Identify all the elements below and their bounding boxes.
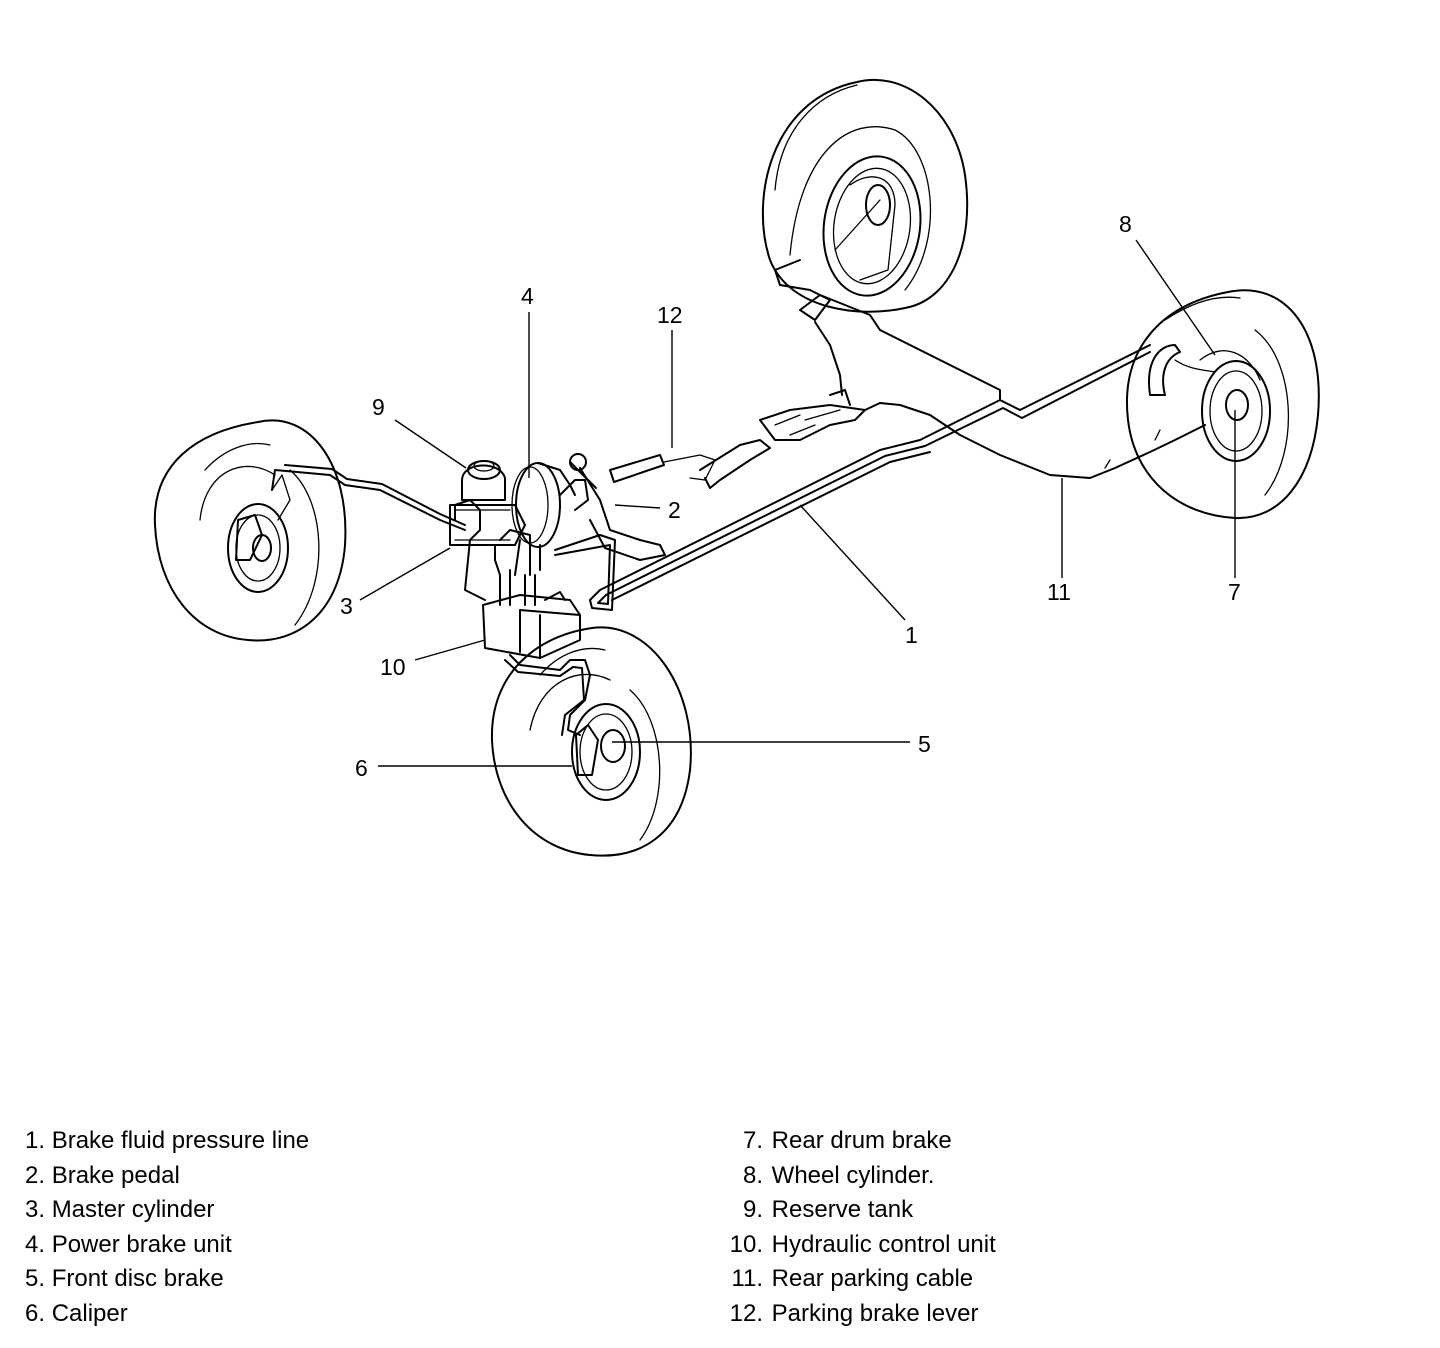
legend-label: Brake fluid pressure line — [51, 1127, 310, 1154]
legend-item-12: 12. Parking brake lever — [713, 1297, 996, 1332]
callout-11: 11 — [1047, 579, 1071, 605]
legend-left-column: 1. Brake fluid pressure line 2. Brake pe… — [25, 1124, 309, 1332]
legend-number: 5. — [25, 1265, 46, 1293]
legend-number: 9. — [742, 1196, 763, 1224]
brake-fluid-pressure-line — [271, 259, 1151, 736]
callout-6: 6 — [355, 755, 368, 781]
callout-4: 4 — [521, 283, 534, 309]
legend-number: 2. — [25, 1161, 46, 1189]
front-left-wheel — [153, 419, 347, 642]
legend-number: 3. — [25, 1196, 46, 1224]
callout-12: 12 — [657, 302, 683, 328]
rear-parking-cable — [864, 402, 1206, 479]
legend-label: Front disc brake — [51, 1265, 224, 1293]
legend-item-1: 1. Brake fluid pressure line — [25, 1124, 309, 1159]
legend-item-4: 4. Power brake unit — [25, 1228, 309, 1263]
callout-10: 10 — [380, 654, 406, 680]
brake-pedal — [569, 461, 666, 561]
front-right-wheel — [490, 626, 692, 857]
callout-1: 1 — [905, 622, 918, 648]
rear-right-wheel — [1126, 289, 1320, 520]
rear-left-wheel — [761, 78, 969, 313]
master-cylinder — [449, 504, 526, 546]
legend-item-6: 6. Caliper — [25, 1297, 309, 1332]
legend-label: Brake pedal — [51, 1161, 180, 1189]
legend-item-5: 5. Front disc brake — [25, 1262, 309, 1297]
legend-number: 8. — [742, 1161, 763, 1189]
legend-number: 10. — [729, 1230, 763, 1258]
legend-label: Rear parking cable — [771, 1265, 974, 1293]
legend-label: Wheel cylinder. — [771, 1161, 935, 1189]
callout-2: 2 — [668, 497, 681, 523]
callout-9: 9 — [372, 394, 385, 420]
legend-label: Caliper — [51, 1299, 128, 1327]
legend-item-11: 11. Rear parking cable — [713, 1262, 996, 1297]
legend-item-8: 8. Wheel cylinder. — [713, 1159, 996, 1194]
reserve-tank — [461, 460, 506, 501]
legend-label: Master cylinder — [51, 1196, 215, 1224]
callout-8: 8 — [1119, 211, 1132, 237]
legend-number: 1. — [25, 1127, 46, 1154]
legend-label: Parking brake lever — [771, 1299, 979, 1327]
leader-lines — [359, 239, 1236, 767]
hydraulic-control-unit — [482, 569, 581, 659]
legend-item-2: 2. Brake pedal — [25, 1159, 309, 1194]
legend-item-7: 7. Rear drum brake — [713, 1124, 996, 1159]
legend-label: Hydraulic control unit — [771, 1230, 996, 1258]
legend-number: 11. — [731, 1265, 763, 1293]
legend-number: 12. — [729, 1299, 763, 1327]
legend-label: Power brake unit — [51, 1230, 232, 1258]
legend-item-9: 9. Reserve tank — [713, 1193, 996, 1228]
callout-7: 7 — [1228, 579, 1241, 605]
legend-number: 7. — [742, 1127, 763, 1154]
parking-brake-lever — [609, 389, 866, 489]
legend-right-column: 7. Rear drum brake 8. Wheel cylinder. 9.… — [713, 1124, 996, 1332]
legend-label: Rear drum brake — [771, 1127, 952, 1154]
legend-item-3: 3. Master cylinder — [25, 1193, 309, 1228]
legend-number: 4. — [25, 1230, 46, 1258]
callout-5: 5 — [918, 731, 931, 757]
callout-3: 3 — [340, 593, 353, 619]
legend-number: 6. — [25, 1299, 46, 1327]
legend-item-10: 10. Hydraulic control unit — [713, 1228, 996, 1263]
legend-label: Reserve tank — [771, 1196, 914, 1224]
